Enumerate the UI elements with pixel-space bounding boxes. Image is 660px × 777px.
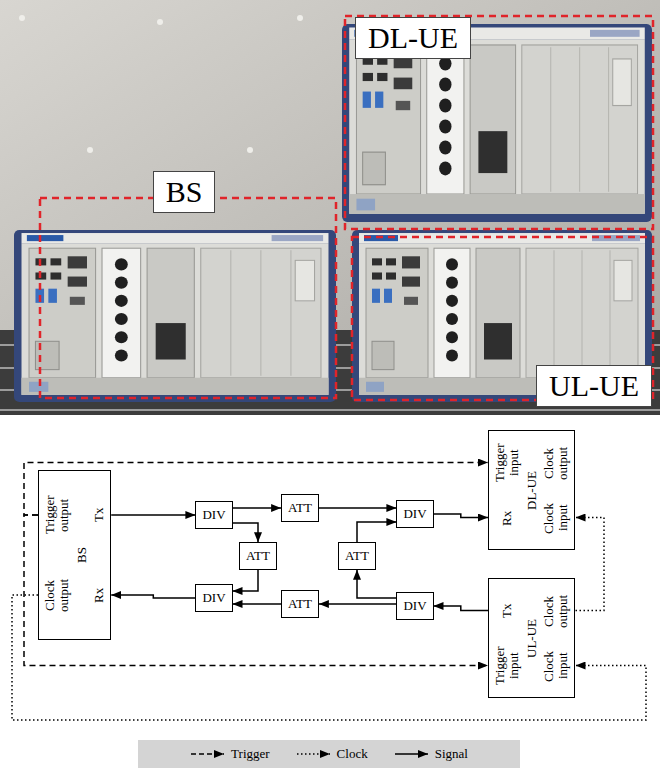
device-box: Trigger output TxBSClock output Rx [38,470,111,640]
legend-bar: Trigger Clock Signal [138,740,520,768]
port-label: Rx [92,568,106,622]
port-label: DL-UE [525,471,539,510]
box-label: ATT [345,548,369,564]
box-label: BS [166,173,203,211]
port-label: Clock output [542,584,571,638]
signal-line [434,606,489,611]
port-label: Rx [500,491,514,545]
signal-line [233,570,259,591]
legend-sample [394,749,430,759]
photo-illustration [0,0,660,415]
box-label: DL-UE [368,19,458,57]
signal-line [357,522,396,542]
device-box: Tx Clock outputUL-UETrigger input Clock in… [488,578,575,698]
signal-line [319,507,397,509]
box-label: DIV [403,598,426,614]
port-label: Clock input [542,639,571,693]
port-label: BS [75,547,89,563]
bs-chassis [14,230,336,402]
legend-text: Signal [435,746,468,762]
box-label: ATT [288,596,312,612]
signal-line [111,514,195,516]
port-label: Clock output [542,436,571,490]
legend-item: Clock [296,746,368,762]
legend-text: Clock [337,746,368,762]
port-label: Trigger input [493,639,522,693]
rf-component-box: DIV [396,592,433,620]
box-label: DIV [202,590,225,606]
legend-item: Trigger [190,746,270,762]
rf-component-box: ATT [338,542,376,570]
wall-bolts [19,15,303,153]
signal-line [111,595,195,598]
port-label: UL-UE [525,619,539,658]
box-label: UL-UE [549,367,639,405]
rf-component-box: ATT [281,494,319,522]
rf-component-box: ATT [281,590,319,618]
clock-line [576,518,605,611]
wall [0,0,660,415]
port-label: Tx [500,584,514,638]
rf-component-box: DIV [195,501,232,529]
port-label: Trigger output [43,488,72,542]
port-label: Trigger input [493,436,522,490]
box-label: ATT [288,500,312,516]
photo-label: BS [153,171,216,213]
rf-component-box: DIV [396,500,433,528]
rf-component-box: DIV [195,584,232,612]
box-label: DIV [202,507,225,523]
legend-sample [190,749,226,759]
box-label: DIV [403,506,426,522]
signal-line [434,514,489,518]
legend-sample [296,749,332,759]
legend-text: Trigger [231,746,270,762]
signal-line [233,603,282,605]
signal-line [233,523,259,542]
photo-label: UL-UE [536,365,652,407]
signal-line [319,603,397,605]
legend-item: Signal [394,746,468,762]
signal-line [233,507,282,509]
rf-component-box: ATT [239,542,277,570]
device-box: Trigger input Clock outputDL-UE Rx Clock in… [488,430,575,550]
highlight-outlines [40,16,653,400]
port-label: Tx [92,488,106,542]
box-label: ATT [246,548,270,564]
port-label: Clock input [542,491,571,545]
signal-line [357,570,396,598]
port-label: Clock output [43,568,72,622]
photo-label: DL-UE [355,17,471,59]
